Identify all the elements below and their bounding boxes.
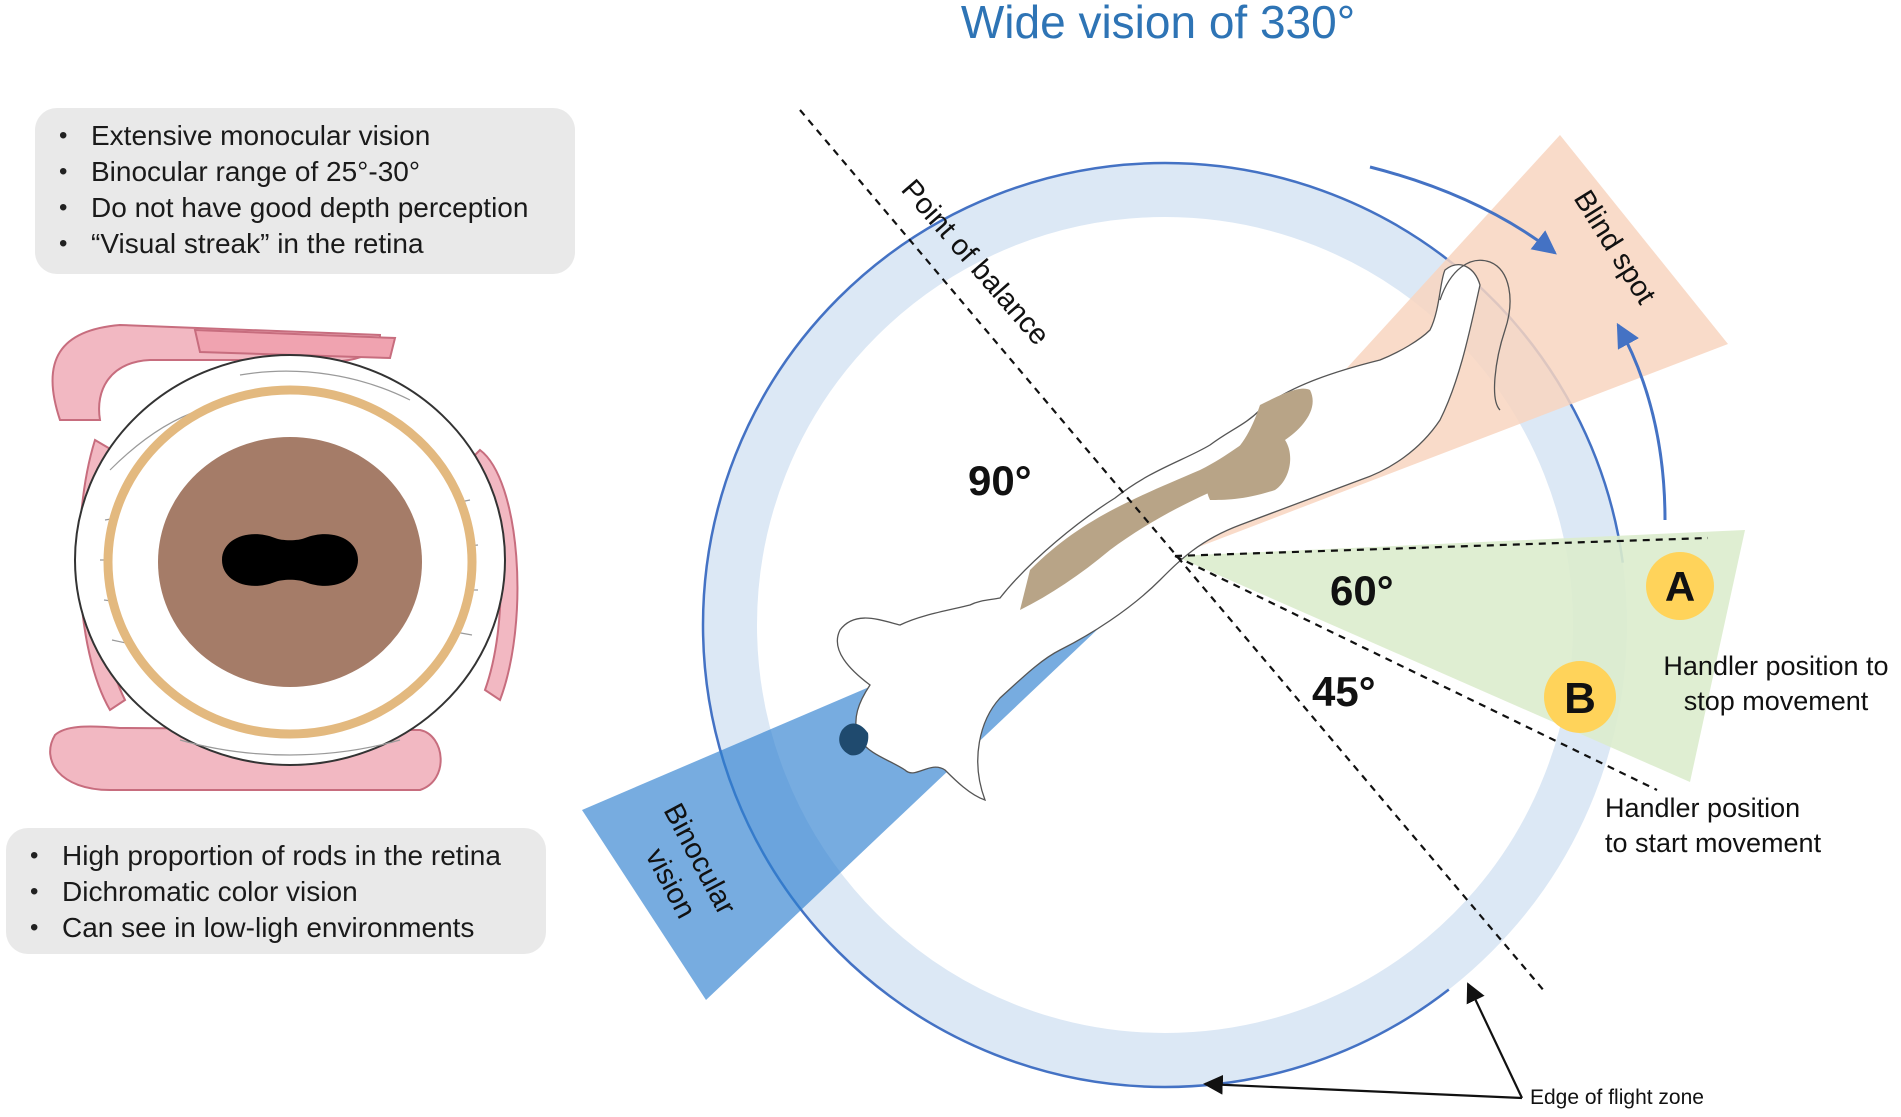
flight-zone-arrow-2: [1466, 982, 1523, 1099]
marker-a: [1646, 552, 1714, 620]
cow-illustration: [836, 259, 1511, 802]
angle-60-line: [1174, 536, 1709, 558]
marker-a-label: A: [1665, 563, 1695, 610]
point-of-balance-line: [799, 109, 1546, 993]
angle-45-line: [1174, 555, 1658, 791]
cow-rump: [1206, 388, 1313, 500]
features-box-top: Extensive monocular vision Binocular ran…: [35, 108, 575, 274]
edge-flight-zone-label: Edge of flight zone: [1530, 1086, 1704, 1109]
eye-muscle-top2: [193, 328, 397, 360]
flight-zone-edge: [701, 161, 1629, 1089]
angle-60-label: 60°: [1330, 567, 1394, 614]
marker-b: [1544, 661, 1616, 733]
feature-item: Do not have good depth perception: [59, 190, 555, 226]
cow-body: [836, 264, 1481, 802]
angle-90-label: 90°: [968, 457, 1032, 504]
vision-field: [582, 109, 1745, 1100]
feature-item: Binocular range of 25°-30°: [59, 154, 555, 190]
blind-spot-arrow-right: [1616, 322, 1667, 521]
eye-pupil: [222, 534, 358, 586]
cow-back: [1020, 430, 1265, 610]
diagram-title: Wide vision of 330°: [961, 0, 1355, 48]
handler-stop-label-2: stop movement: [1684, 686, 1869, 716]
flight-zone-arrow-1: [1203, 1074, 1523, 1100]
eye-illustration: [49, 323, 519, 791]
feature-item: High proportion of rods in the retina: [30, 838, 526, 874]
blind-spot-arrow-left: [1369, 165, 1557, 255]
cow-nose: [839, 723, 869, 756]
features-box-bottom: High proportion of rods in the retina Di…: [6, 828, 546, 954]
feature-item: Dichromatic color vision: [30, 874, 526, 910]
feature-item: Extensive monocular vision: [59, 118, 555, 154]
handler-stop-label-1: Handler position to: [1663, 651, 1888, 681]
feature-item: Can see in low-ligh environments: [30, 910, 526, 946]
cow-tail: [1439, 259, 1511, 411]
handler-start-label-1: Handler position: [1605, 793, 1800, 823]
marker-b-label: B: [1564, 674, 1596, 723]
feature-item: “Visual streak” in the retina: [59, 226, 555, 262]
angle-45-label: 45°: [1312, 668, 1376, 715]
handler-start-label-2: to start movement: [1605, 828, 1822, 858]
